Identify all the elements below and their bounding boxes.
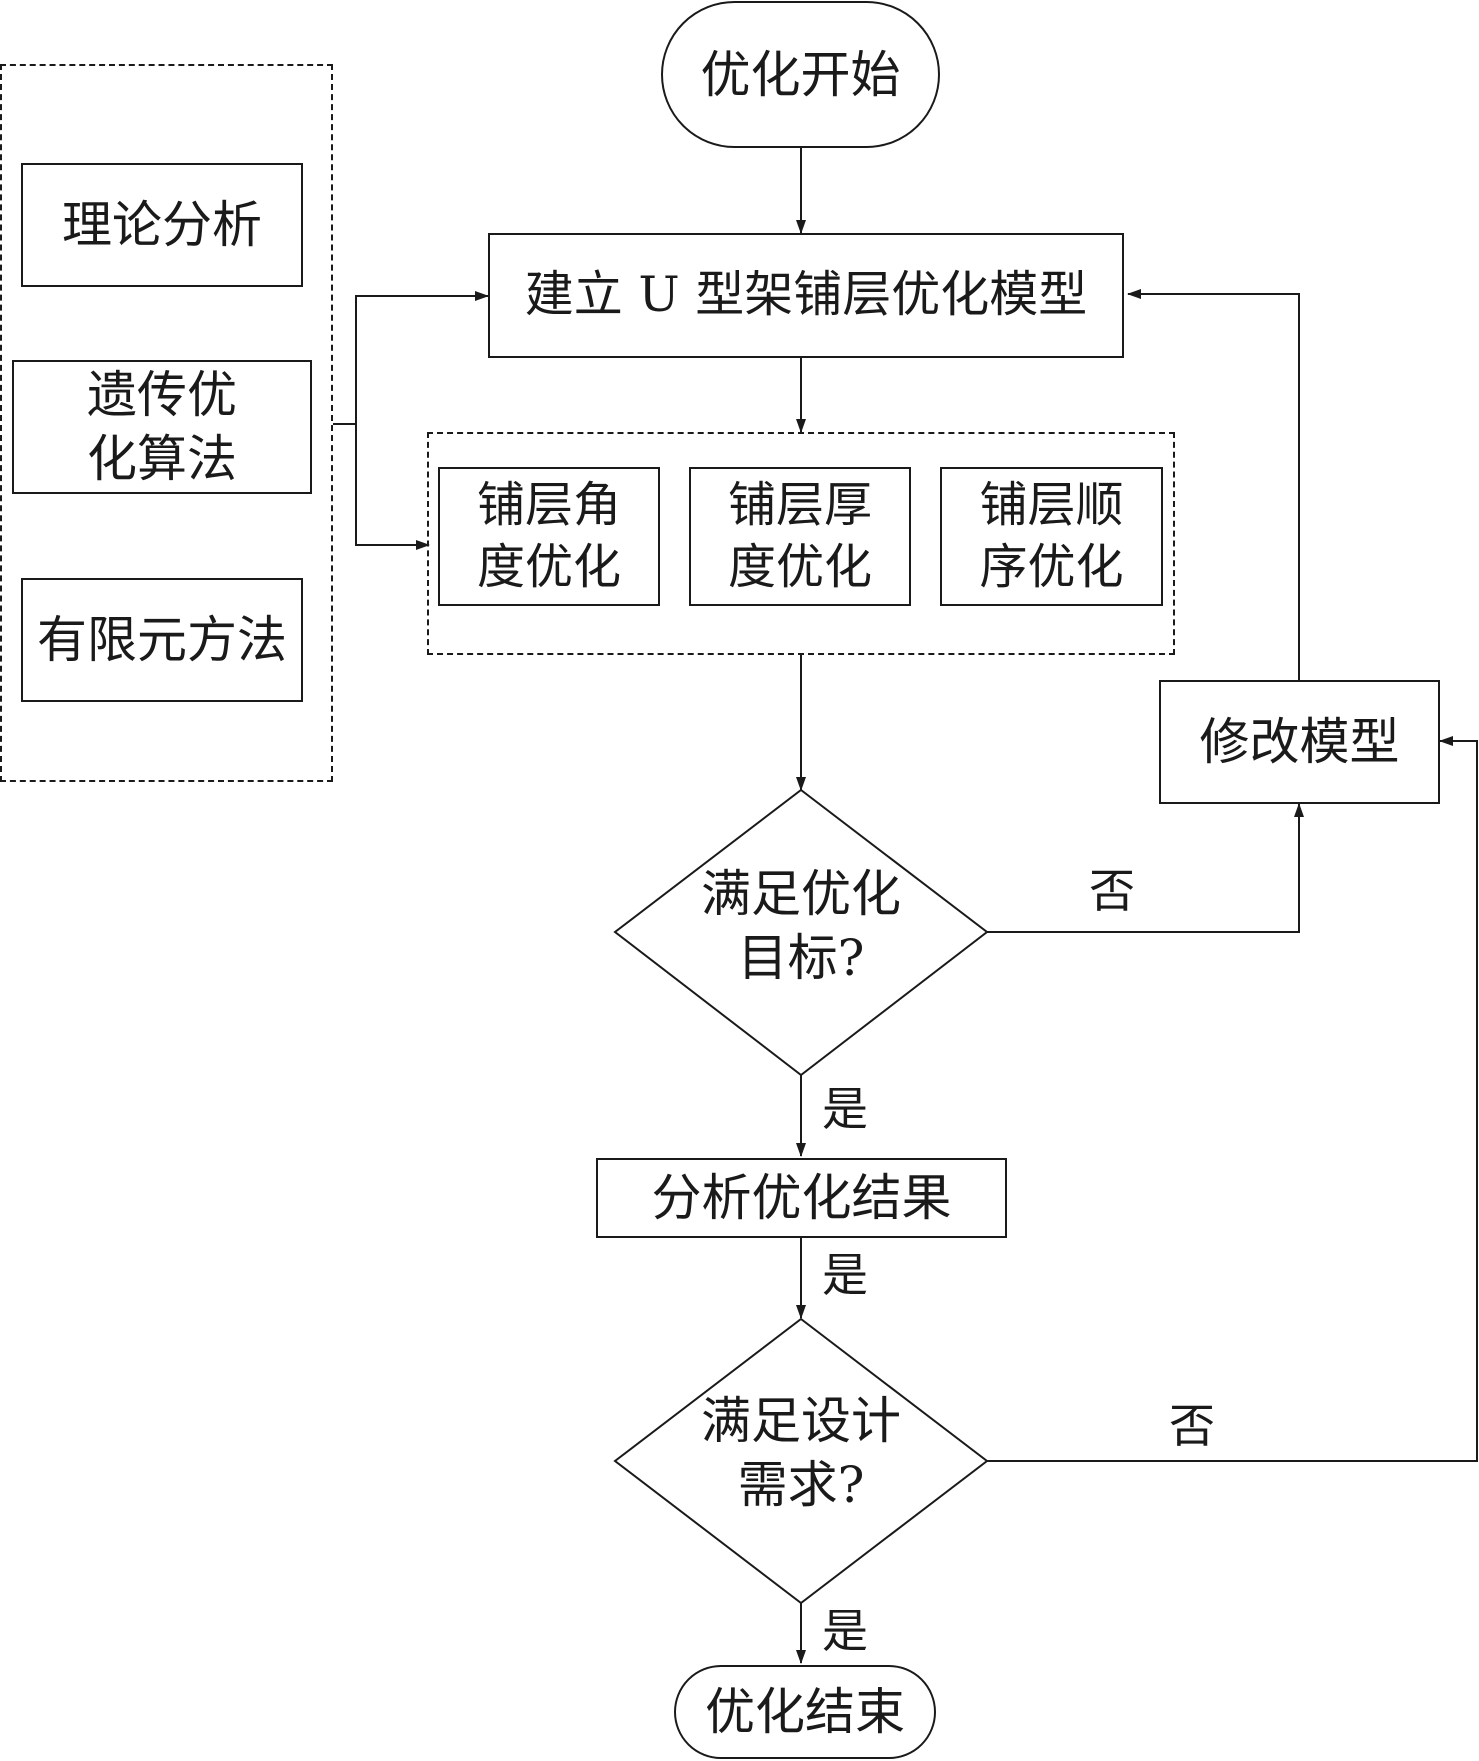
method-fem-label: 有限元方法	[37, 611, 287, 669]
methods-group	[0, 64, 333, 782]
start-label: 优化开始	[700, 45, 901, 104]
analyze-results-label: 分析优化结果	[651, 1169, 952, 1227]
method-theory-box: 理论分析	[21, 163, 303, 287]
decision1-line2: 目标?	[737, 929, 865, 987]
arrow-decision2-no-to-modify	[987, 736, 1478, 1462]
decision-diamond-1	[613, 788, 989, 1077]
optimization-thickness-line1: 铺层厚	[727, 477, 872, 534]
optimization-angle-line1: 铺层角	[476, 477, 621, 534]
arrow-methods-to-build	[355, 291, 489, 424]
build-model-label: 建立 U 型架铺层优化模型	[524, 266, 1088, 324]
method-genetic-line2: 化算法	[87, 430, 237, 488]
optimization-group	[427, 432, 1175, 655]
build-model-box: 建立 U 型架铺层优化模型	[488, 233, 1124, 358]
analyze-results-box: 分析优化结果	[596, 1158, 1007, 1238]
decision2-line1: 满足设计	[701, 1392, 901, 1450]
optimization-sequence-line2: 序优化	[979, 538, 1124, 595]
method-fem-box: 有限元方法	[21, 578, 303, 702]
modify-model-label: 修改模型	[1199, 713, 1400, 771]
edge-label-yes-3: 是	[822, 1604, 868, 1658]
decision2-line2: 需求?	[737, 1456, 865, 1514]
arrow-decision1-no-to-modify	[987, 803, 1304, 933]
optimization-thickness-box: 铺层厚 度优化	[689, 467, 911, 606]
decision1-text: 满足优化 目标?	[651, 862, 951, 990]
end-terminal: 优化结束	[674, 1665, 936, 1759]
end-label: 优化结束	[705, 1683, 905, 1741]
optimization-angle-box: 铺层角 度优化	[438, 467, 660, 606]
edge-label-yes-1: 是	[822, 1082, 868, 1136]
optimization-angle-line2: 度优化	[476, 538, 621, 595]
method-theory-label: 理论分析	[62, 196, 262, 254]
start-terminal: 优化开始	[661, 1, 940, 148]
optimization-thickness-line2: 度优化	[727, 538, 872, 595]
arrow-modify-to-build	[1127, 289, 1300, 680]
decision2-text: 满足设计 需求?	[651, 1389, 951, 1517]
method-genetic-line1: 遗传优	[87, 366, 237, 424]
edge-label-no-2: 否	[1169, 1399, 1215, 1453]
optimization-sequence-box: 铺层顺 序优化	[940, 467, 1163, 606]
optimization-sequence-line1: 铺层顺	[979, 477, 1124, 534]
method-genetic-box: 遗传优 化算法	[12, 360, 312, 494]
edge-label-yes-2: 是	[822, 1248, 868, 1302]
decision-diamond-2	[613, 1317, 989, 1605]
modify-model-box: 修改模型	[1159, 680, 1440, 804]
edge-label-no-1: 否	[1089, 864, 1135, 918]
decision1-line1: 满足优化	[701, 865, 901, 923]
arrow-methods-to-group	[355, 424, 430, 550]
